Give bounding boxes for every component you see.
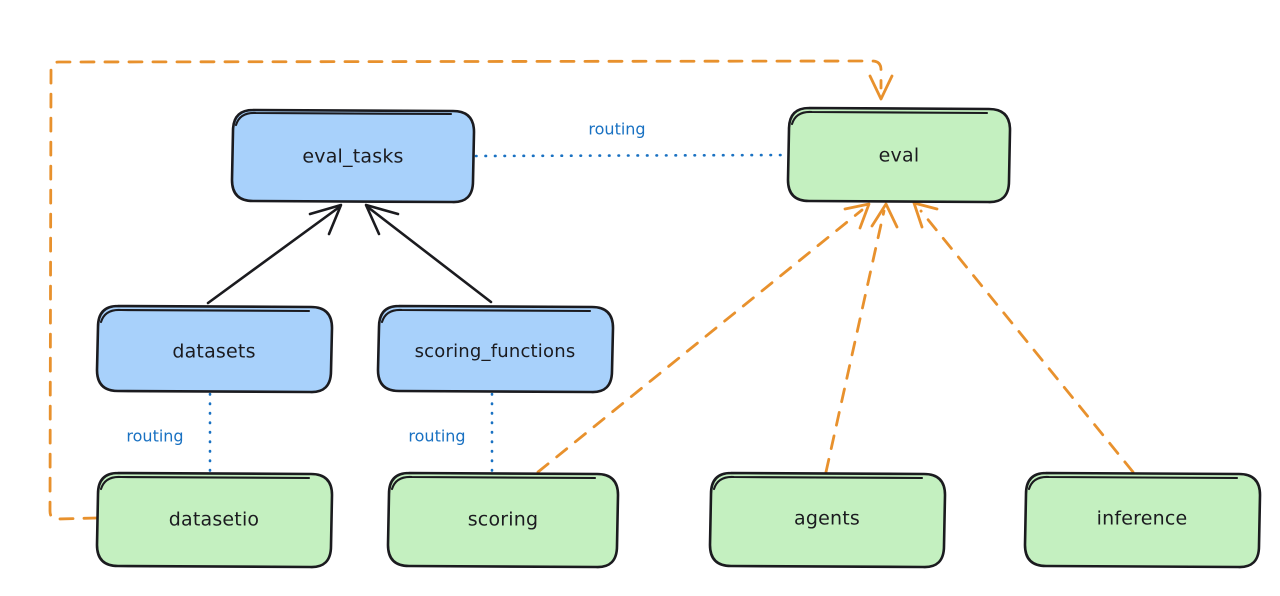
node-eval-outline-accent	[790, 110, 989, 126]
node-inference-outline-accent	[1027, 475, 1239, 491]
node-agents[interactable]: agents	[708, 471, 947, 569]
edge-label-routing-scoring: routing	[408, 427, 465, 446]
node-scoring_functions-fill	[378, 306, 613, 392]
node-datasets-outline-accent	[99, 308, 311, 324]
node-scoring[interactable]: scoring	[386, 471, 620, 569]
node-eval-label: eval	[879, 145, 920, 167]
node-inference-label: inference	[1097, 508, 1188, 530]
node-datasets-fill	[97, 306, 332, 392]
edge-scoring-eval-arrowhead	[843, 202, 871, 230]
node-eval[interactable]: eval	[786, 106, 1012, 204]
node-scoring_functions-outline	[376, 304, 615, 394]
node-scoring_functions[interactable]: scoring_functions	[376, 304, 615, 394]
node-eval_tasks-label: eval_tasks	[302, 146, 403, 168]
edge-label-routing-datasets: routing	[126, 427, 183, 446]
edge-agents-eval	[824, 202, 899, 474]
node-datasetio-fill	[97, 473, 332, 567]
node-scoring_functions-label: scoring_functions	[415, 341, 576, 362]
edge-agents-eval-path	[824, 209, 886, 474]
node-datasetio-outline-accent	[99, 475, 311, 491]
node-eval_tasks-outline-accent	[234, 111, 453, 127]
node-inference-fill	[1025, 473, 1260, 567]
node-inference[interactable]: inference	[1023, 471, 1262, 569]
edge-scoring-eval-path	[536, 208, 864, 474]
node-agents-fill	[710, 473, 945, 567]
edge-datasetio-eval-arrowhead	[868, 74, 894, 101]
node-inference-outline	[1023, 471, 1262, 569]
node-scoring-outline	[386, 471, 620, 569]
edge-datasets-eval_tasks-arrowhead	[308, 203, 343, 236]
node-datasets-label: datasets	[172, 341, 255, 363]
edge-datasets-eval_tasks-path	[206, 206, 340, 305]
node-agents-outline	[708, 471, 947, 569]
node-datasets-outline	[95, 304, 334, 394]
edge-datasets-eval_tasks	[206, 203, 343, 305]
node-datasets[interactable]: datasets	[95, 304, 334, 394]
node-scoring-outline-accent	[390, 475, 597, 491]
edge-eval_tasks-eval	[474, 153, 788, 158]
node-datasetio-outline	[95, 471, 334, 569]
edge-agents-eval-arrowhead	[870, 202, 899, 229]
edge-inference-eval	[912, 201, 1135, 474]
node-agents-outline-accent	[712, 475, 924, 491]
node-eval-fill	[788, 108, 1010, 202]
node-scoring-fill	[388, 473, 618, 567]
node-scoring_functions-outline-accent	[380, 308, 592, 324]
node-datasetio[interactable]: datasetio	[95, 471, 334, 569]
edge-label-routing-top: routing	[588, 120, 645, 139]
edge-scoring_functions-eval_tasks	[364, 203, 493, 304]
node-eval_tasks[interactable]: eval_tasks	[230, 108, 476, 204]
node-datasetio-label: datasetio	[169, 509, 260, 531]
edge-inference-eval-arrowhead	[912, 201, 939, 229]
edge-datasetio-eval-path	[48, 59, 883, 521]
node-eval_tasks-fill	[232, 110, 474, 202]
node-eval-outline	[786, 106, 1012, 204]
node-agents-label: agents	[794, 508, 860, 530]
edge-inference-eval-path	[919, 209, 1135, 474]
node-eval_tasks-outline	[230, 108, 476, 204]
edge-scoring-eval	[536, 202, 871, 474]
edge-eval_tasks-eval-path	[474, 153, 788, 158]
edge-scoring_functions-eval_tasks-arrowhead	[364, 203, 400, 236]
node-scoring-label: scoring	[468, 509, 539, 531]
edge-scoring_functions-eval_tasks-path	[367, 206, 493, 304]
edge-datasetio-eval	[48, 59, 894, 521]
